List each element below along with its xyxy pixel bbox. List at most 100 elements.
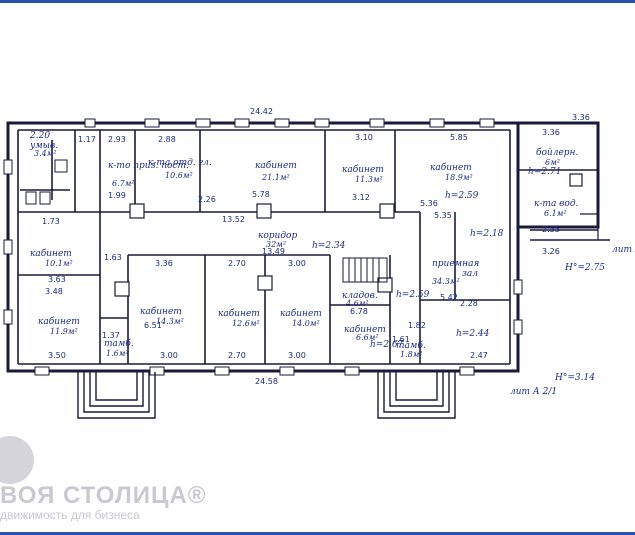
room-left-b-name: кабинет: [38, 316, 80, 327]
room-left-a-name: кабинет: [30, 248, 72, 259]
dim-6-78: 6.78: [350, 307, 368, 316]
room-e-area: 14.0м²: [292, 319, 320, 328]
dim-1-73: 1.73: [42, 217, 60, 226]
dim-3-00c: 3.00: [288, 351, 306, 360]
note-h-total: H°=2.75: [564, 263, 605, 273]
dim-1-99: 1.99: [108, 191, 126, 200]
dim-5-78: 5.78: [252, 190, 270, 199]
columns: [114, 203, 395, 297]
room-wc-name: умыв.: [29, 141, 58, 151]
dim-2-55: 2.55: [542, 225, 560, 234]
dim-6-51: 6.51: [144, 321, 162, 330]
inner-walls: [17, 129, 610, 365]
windows-top: [84, 118, 495, 128]
height-h6: h=2.44: [456, 329, 490, 339]
dim-3-00b: 3.00: [160, 351, 178, 360]
dim-3-63: 3.63: [48, 275, 66, 284]
dim-2-88: 2.88: [158, 135, 176, 144]
top-frame-line: [0, 0, 635, 3]
dim-2-93: 2.93: [108, 135, 126, 144]
room-wc-area: 3.4м²: [34, 149, 57, 158]
room-office-mgr-area: 10.6м²: [165, 171, 193, 180]
room-wc-dim: 2.20: [29, 131, 50, 141]
watermark-subtitle: движимость для бизнеса: [0, 508, 140, 522]
annex-inner: [569, 173, 599, 240]
height-h5: h=2.67: [370, 340, 404, 350]
dim-3-36: 3.36: [542, 128, 560, 137]
dim-13-52: 13.52: [222, 215, 245, 224]
height-h2: h=2.18: [470, 229, 504, 239]
dim-2-47: 2.47: [470, 351, 488, 360]
dim-top-total: 24.42: [250, 107, 273, 116]
stairs: [342, 257, 388, 283]
dim-5-36: 5.36: [420, 199, 438, 208]
dim-annex-top: 3.36: [572, 113, 590, 122]
room-cabinet-1-name: кабинет: [342, 164, 384, 175]
windows-side: [3, 159, 523, 335]
dim-3-10: 3.10: [355, 133, 373, 142]
room-c-name: кабинет: [140, 306, 182, 317]
room-cabinet-2-name: кабинет: [430, 162, 472, 173]
dim-5-35: 5.35: [434, 211, 452, 220]
room-corridor-area: 32м²: [266, 240, 286, 249]
dim-3-00: 3.00: [288, 259, 306, 268]
room-office-mgr-name: к-та отд. гл.: [148, 158, 212, 168]
dim-1-37: 1.37: [102, 331, 120, 340]
dim-1-61: 1.61: [392, 335, 410, 344]
room-tambur-left-area: 1.6м²: [106, 349, 129, 358]
room-cabinet-big-area: 21.1м²: [261, 173, 290, 182]
room-e-name: кабинет: [280, 308, 322, 319]
room-d-name: кабинет: [218, 308, 260, 319]
room-left-b-area: 11.9м²: [50, 327, 78, 336]
dim-13-49: 13.49: [262, 247, 285, 256]
note-lit-a-fraction: лит А 2/1: [510, 387, 557, 397]
room-reception-area: 34.3м²: [432, 277, 460, 286]
height-h1: h=2.59: [445, 191, 479, 201]
toilet-fixtures: [25, 159, 68, 205]
dim-2-70b: 2.70: [228, 351, 246, 360]
room-reception-name: приемная: [432, 259, 479, 269]
room-tambur-right-area: 1.8м²: [400, 350, 423, 359]
dim-5-85: 5.85: [450, 133, 468, 142]
porch-right: [377, 372, 456, 419]
room-boiler-area: 6м²: [545, 158, 560, 167]
room-hall-small-area: 6.7м²: [112, 179, 135, 188]
height-h4: h=2.59: [396, 290, 430, 300]
room-storage-name: кладов.: [342, 291, 378, 301]
room-reception-subname: зал: [462, 269, 478, 279]
room-d-area: 12.6м²: [232, 319, 260, 328]
note-lit-a: лит А: [612, 245, 635, 255]
watermark-title: ВОЯ СТОЛИЦА®: [0, 482, 207, 509]
windows-bottom: [34, 366, 475, 376]
dim-1-63: 1.63: [104, 253, 122, 262]
dim-bottom-total: 24.58: [255, 377, 278, 386]
note-h-main: H°=3.14: [554, 373, 595, 383]
dim-1-82: 1.82: [408, 321, 426, 330]
room-tambur-left-name: тамб.: [104, 338, 134, 349]
dim-3-48: 3.48: [45, 287, 63, 296]
dim-3-50: 3.50: [48, 351, 66, 360]
room-f-name: кабинет: [344, 324, 386, 335]
room-c-area: 14.3м²: [156, 317, 184, 326]
room-corridor-name: коридор: [258, 231, 297, 241]
room-cabinet-2-area: 18.9м²: [445, 173, 473, 182]
dim-3-12: 3.12: [352, 193, 370, 202]
room-left-a-area: 10.1м²: [45, 259, 73, 268]
dim-1-17: 1.17: [78, 135, 96, 144]
porch-left: [77, 372, 156, 419]
room-boiler-name: бойлерн.: [536, 147, 578, 158]
room-cabinet-1-area: 11.3м²: [355, 175, 383, 184]
room-tambur-right-name: тамб.: [396, 340, 426, 351]
room-storage-area: 4.6м²: [345, 299, 369, 308]
bottom-frame-line: [0, 532, 635, 535]
dim-2-70: 2.70: [228, 259, 246, 268]
room-cabinet-big-name: кабинет: [255, 160, 297, 171]
height-h7: h=2.71: [528, 167, 561, 177]
dim-5-42: 5.42: [440, 293, 458, 302]
room-water-area: 6.1м²: [544, 209, 567, 218]
room-hall-small-name: к-то приз. пост.: [108, 161, 189, 171]
dim-2-28: 2.28: [460, 299, 478, 308]
room-water-name: к-та вод.: [534, 199, 579, 209]
room-f-area: 6.6м²: [356, 333, 379, 342]
